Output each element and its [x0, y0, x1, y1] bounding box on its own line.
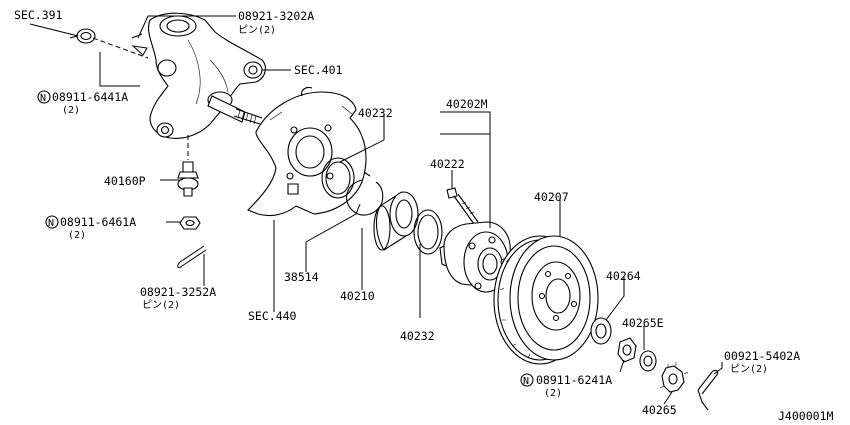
- label-00921-5402a: 00921-5402A: [724, 349, 800, 363]
- nut-symbol-letter-08911-6441a: N: [40, 93, 46, 104]
- label-08911-6441a-qty: (2): [62, 105, 80, 116]
- assembly-line-seal: [92, 37, 149, 59]
- nut-symbol-08911-6441a: [37, 90, 51, 104]
- nut-40265e-drawing: [639, 350, 657, 372]
- label-08921-3252a-sub: ピン(2): [142, 299, 180, 311]
- nut-symbol-08911-6461a: [45, 215, 59, 229]
- label-40210: 40210: [340, 289, 375, 303]
- label-08911-6461a-qty: (2): [68, 230, 86, 241]
- pin-08921-3202a-drawing: [131, 33, 148, 56]
- bearing-40210-drawing: [373, 191, 419, 251]
- brake-rotor-40207-drawing: [493, 235, 599, 365]
- circlip-38514-drawing: [346, 171, 384, 216]
- label-40222: 40222: [430, 157, 465, 171]
- label-08921-3202a-sub: ピン(2): [238, 24, 276, 36]
- label-08911-6241a: 08911-6241A: [536, 373, 612, 387]
- label-sec391: SEC.391: [14, 8, 63, 22]
- label-40264: 40264: [606, 269, 641, 283]
- label-sec440: SEC.440: [248, 309, 297, 323]
- leader-lines: [29, 15, 723, 405]
- label-08911-6461a: 08911-6461A: [60, 215, 136, 229]
- snap-ring-40232-bottom-drawing: [413, 209, 443, 255]
- cotter-pin-00921-5402a-drawing: [697, 369, 719, 411]
- label-sec401: SEC.401: [294, 63, 343, 77]
- label-40232-top: 40232: [358, 106, 393, 120]
- nut-symbol-letter-08911-6241a: N: [523, 376, 529, 387]
- label-40207: 40207: [534, 190, 569, 204]
- pin-08921-3252a-drawing: [177, 245, 207, 269]
- nut-symbol-08911-6241a: [520, 373, 534, 387]
- label-08911-6441a: 08911-6441A: [52, 90, 128, 104]
- nut-symbol-letter-08911-6461a: N: [48, 218, 54, 229]
- washer-40264-drawing: [590, 317, 612, 345]
- hub-bolt-40222-drawing: [446, 187, 479, 225]
- label-08921-3252a: 08921-3252A: [140, 285, 216, 299]
- label-40202m: 40202M: [446, 97, 488, 111]
- label-40160p: 40160P: [104, 174, 146, 188]
- steering-knuckle-drawing: [147, 12, 266, 139]
- backing-plate-sec440-drawing: [247, 86, 367, 217]
- snap-ring-40232-top-drawing: [321, 157, 355, 199]
- nut-08911-6461a-drawing: [179, 216, 201, 230]
- label-40232-bottom: 40232: [400, 329, 435, 343]
- label-08921-3202a: 08921-3202A: [238, 9, 314, 23]
- castle-nut-40265-drawing: [659, 362, 689, 393]
- sec391-seal-drawing: [69, 28, 96, 44]
- label-08911-6241a-qty: (2): [544, 388, 562, 399]
- nut-08911-6241a-drawing: [617, 337, 637, 363]
- diagram-id: J400001M: [778, 409, 833, 423]
- label-38514: 38514: [284, 270, 319, 284]
- label-40265: 40265: [642, 403, 677, 417]
- ball-joint-40160p-drawing: [177, 161, 199, 197]
- label-40265e: 40265E: [622, 316, 664, 330]
- label-00921-5402a-sub: ピン(2): [730, 363, 768, 375]
